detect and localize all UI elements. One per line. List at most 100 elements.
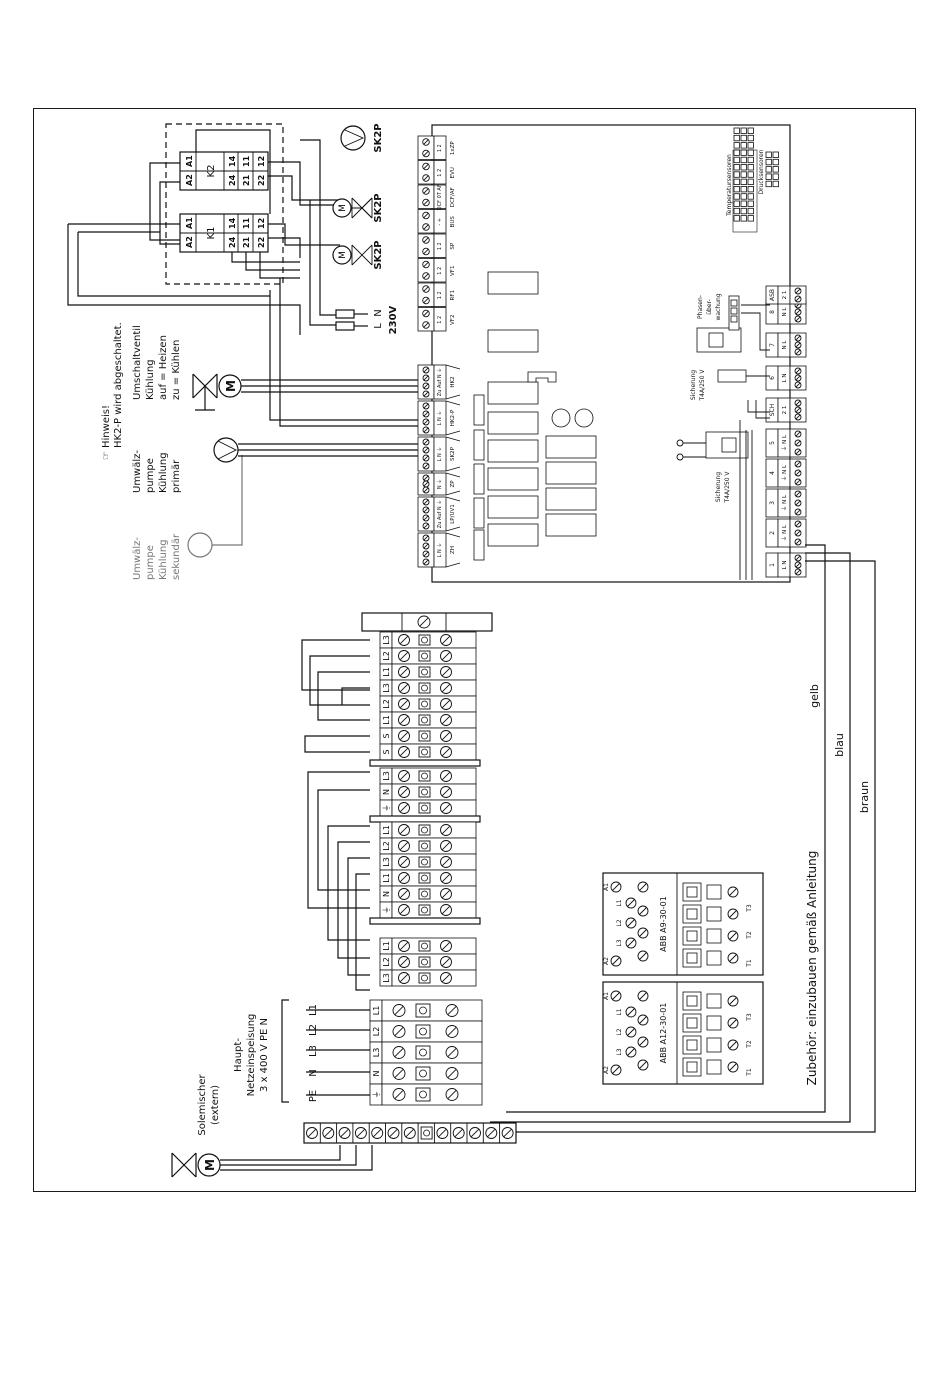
terminal-clamp-hole bbox=[421, 826, 428, 834]
terminal-screw bbox=[440, 746, 452, 758]
contactor-screw bbox=[625, 917, 637, 929]
left-term-label: ZH bbox=[450, 546, 456, 554]
temp-sensor-pin bbox=[733, 164, 740, 171]
valve-caption-2: Kühlung bbox=[145, 359, 156, 400]
top-term-num-box bbox=[433, 258, 447, 283]
terminal-screw bbox=[440, 714, 452, 726]
top-term-screw bbox=[422, 174, 430, 182]
k2-pin-14: 14 bbox=[228, 155, 237, 167]
terminal-screw bbox=[440, 770, 452, 782]
top-term-label: VF2 bbox=[450, 315, 456, 325]
top-term-label: 1xZP bbox=[450, 141, 456, 156]
terminal-screw bbox=[398, 746, 410, 758]
terminal-clamp bbox=[418, 634, 431, 646]
pressure-sensor-pin bbox=[765, 173, 772, 180]
pressure-sensor-pin bbox=[765, 158, 772, 166]
k1-pin-22: 22 bbox=[257, 237, 266, 248]
terminal-screw bbox=[398, 972, 410, 984]
terminal-screw bbox=[398, 634, 410, 646]
bottom-term-pins: L N bbox=[782, 561, 788, 570]
hint-icon: ☞ bbox=[101, 451, 112, 460]
contactor-contact bbox=[706, 950, 722, 966]
solemixer-valve-icon bbox=[171, 1145, 373, 1178]
mains-clamp-hole bbox=[419, 1069, 427, 1078]
pressure-sensor-pin bbox=[772, 180, 779, 188]
left-term-screw bbox=[422, 454, 430, 462]
relay-enclosure bbox=[165, 123, 284, 285]
hint-text: HK2-P wird abgeschaltet. bbox=[113, 322, 124, 448]
temp-sensor-pin bbox=[747, 215, 754, 222]
terminal-clamp bbox=[418, 682, 431, 694]
terminal-screw bbox=[398, 904, 410, 916]
terminal-screw bbox=[398, 802, 410, 814]
mixer-screw bbox=[306, 1127, 318, 1139]
pump-secondary-caption-3: Kühlung bbox=[158, 539, 169, 580]
contactor-switch-inner bbox=[686, 995, 698, 1007]
bottom-term-screw bbox=[794, 399, 802, 407]
valve-caption: Umschaltventil Kühlung auf = Heizen zu =… bbox=[132, 325, 182, 400]
contactor-screw bbox=[637, 1059, 649, 1071]
valve-caption-1: Umschaltventil bbox=[132, 325, 143, 400]
relay-k2-label: K2 bbox=[206, 165, 217, 178]
contactor-screw bbox=[727, 886, 739, 898]
left-term-screw bbox=[422, 474, 430, 482]
top-term-screw bbox=[422, 260, 430, 269]
terminal-clamp-hole bbox=[421, 772, 428, 780]
top-term-screw bbox=[422, 247, 430, 256]
terminal-screw bbox=[440, 840, 452, 852]
temp-sensor-pin bbox=[733, 156, 740, 164]
valve-pump-wiring bbox=[238, 278, 420, 457]
top-term-label: SP bbox=[450, 242, 456, 249]
bottom-term-pins: N L bbox=[782, 307, 788, 317]
mains-clamp bbox=[415, 1045, 431, 1060]
terminal-cap-screw bbox=[417, 615, 431, 629]
pump-secondary-icon bbox=[187, 455, 243, 558]
bottom-term-screw bbox=[794, 374, 802, 382]
terminal-clamp bbox=[418, 770, 431, 782]
bottom-term-screw bbox=[794, 499, 802, 507]
mains-terminal-names: PE N L3 L2 L1 bbox=[308, 1004, 319, 1102]
contactor-term: L2 bbox=[616, 919, 623, 926]
terminal-screw bbox=[398, 682, 410, 694]
bottom-term-screw bbox=[794, 381, 802, 389]
terminal-screw bbox=[440, 856, 452, 868]
k1-pin-24: 24 bbox=[228, 236, 237, 248]
mixer-screw bbox=[322, 1127, 335, 1139]
terminal-screw bbox=[440, 786, 452, 798]
contactor-model: ABB A9-30-01 bbox=[659, 896, 668, 952]
left-term-screw bbox=[422, 426, 430, 434]
contactor-screw bbox=[625, 937, 637, 949]
contactor-screw bbox=[727, 1061, 739, 1073]
terminal-clamp-hole bbox=[421, 700, 428, 708]
top-term-screw bbox=[422, 211, 430, 220]
contactor-screw bbox=[625, 1006, 637, 1018]
left-term-pins: L N ⏚ bbox=[436, 411, 443, 426]
mains-term-l2: L2 bbox=[308, 1024, 319, 1036]
left-term-screw bbox=[422, 410, 430, 418]
mains-clamp bbox=[415, 1066, 431, 1081]
bottom-term-screw bbox=[794, 561, 802, 569]
bottom-term-screw bbox=[794, 460, 802, 468]
temp-sensor-pin bbox=[747, 127, 754, 134]
bottom-term-screw bbox=[794, 529, 802, 537]
mixer-screw bbox=[436, 1127, 449, 1139]
terminal-label: L1 bbox=[382, 667, 391, 677]
top-term-screw bbox=[422, 296, 430, 305]
board-relays bbox=[473, 271, 597, 561]
mains-caption: Haupt- Netzeinspeisung 3 x 400 V PE N bbox=[233, 1014, 270, 1097]
mixer-caption-2: (extern) bbox=[210, 1085, 221, 1125]
left-term-label: ZP bbox=[450, 480, 456, 488]
bottom-term-pins: ⏚ N L bbox=[781, 524, 788, 541]
top-term-screw bbox=[422, 138, 430, 146]
terminal-label: L3 bbox=[382, 771, 391, 781]
bottom-term-screw bbox=[794, 568, 802, 576]
bottom-term-screw bbox=[794, 554, 802, 562]
supply-fuses bbox=[335, 309, 368, 331]
left-term-edge bbox=[445, 496, 461, 532]
bottom-term-screw bbox=[794, 478, 802, 486]
left-term-edge bbox=[445, 400, 461, 436]
contactor-term: L3 bbox=[616, 1048, 623, 1055]
fuse1-icon bbox=[717, 369, 770, 383]
